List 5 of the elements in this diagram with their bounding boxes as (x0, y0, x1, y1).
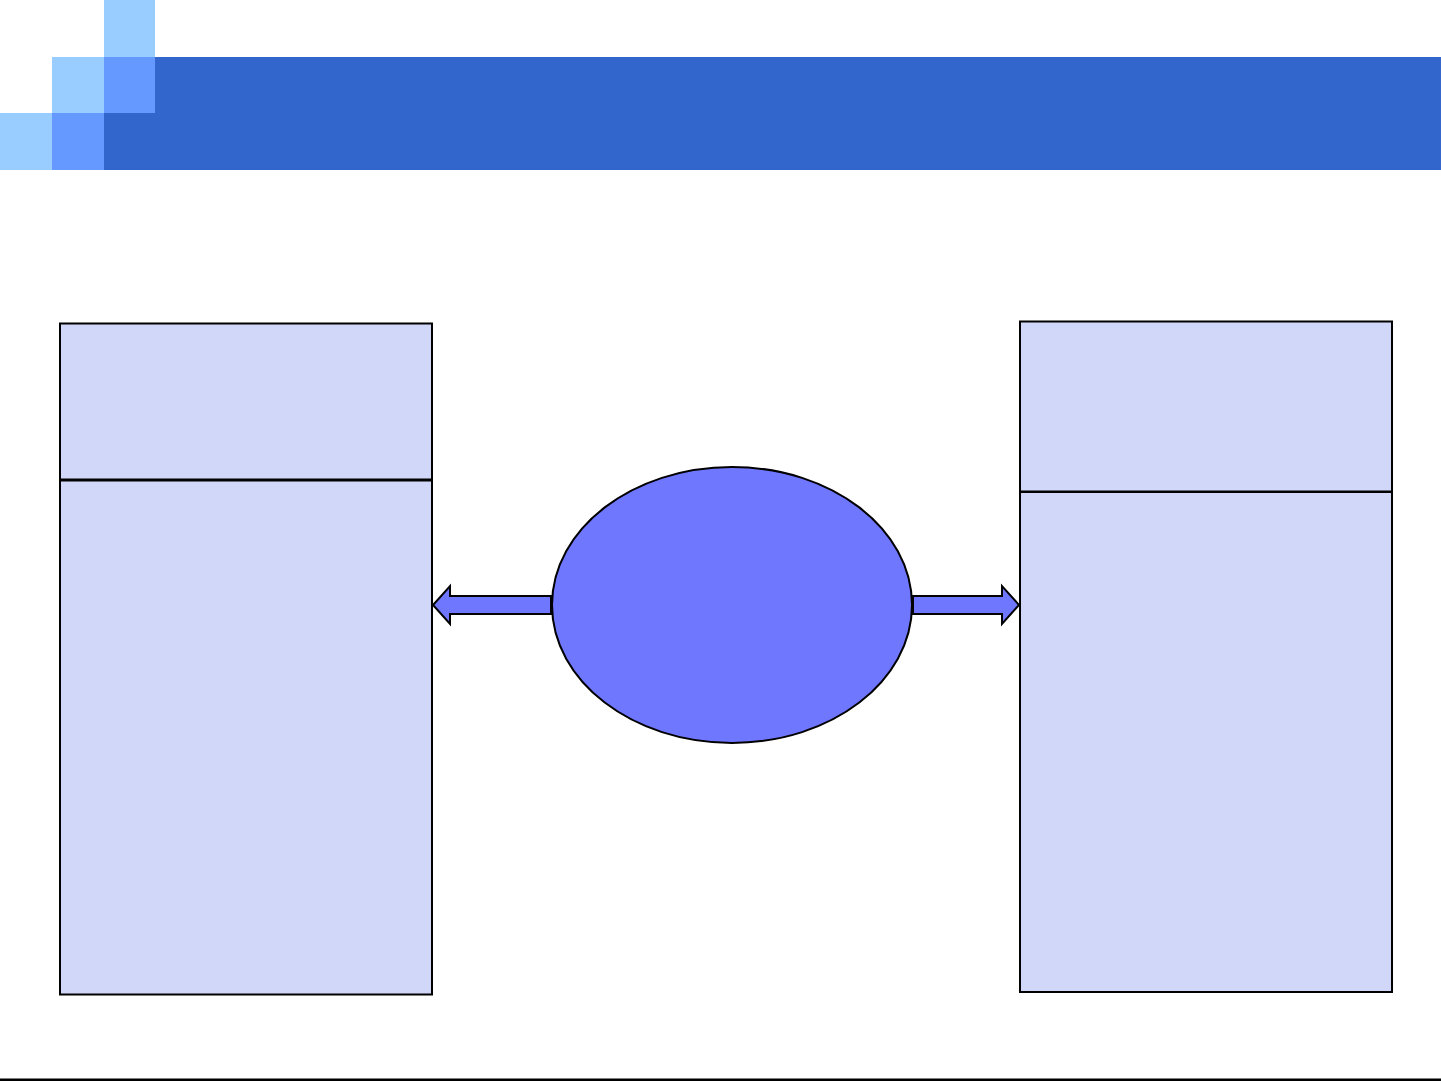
ellipse (551, 466, 913, 744)
block-arrow (912, 583, 1021, 627)
box (1019, 320, 1393, 493)
block-arrow (431, 583, 552, 627)
box (59, 322, 433, 481)
